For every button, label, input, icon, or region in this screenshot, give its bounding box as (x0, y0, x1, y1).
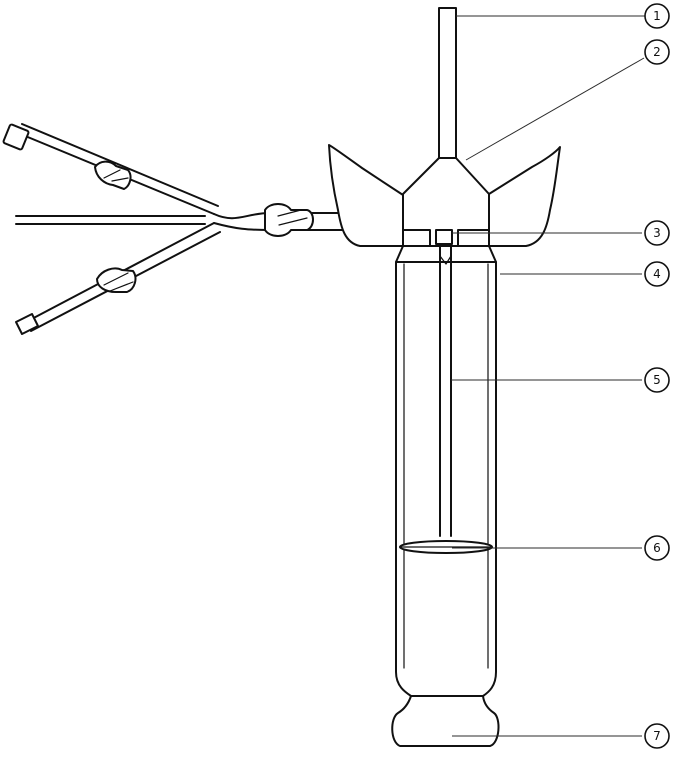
base-foot (391, 695, 500, 747)
top-rod (438, 7, 457, 161)
callout-6-label: 6 (653, 541, 661, 555)
callout-4-label: 4 (653, 267, 661, 281)
callout-3-circle (644, 220, 670, 246)
callout-1-label: 1 (653, 9, 661, 23)
callout-4: 4 (644, 261, 670, 287)
callout-7-label: 7 (653, 729, 661, 743)
upper-tube-clamp-detail (103, 169, 129, 182)
leader-lines (451, 15, 645, 737)
callout-7-circle (644, 723, 670, 749)
callout-3-label: 3 (653, 226, 661, 240)
callout-6: 6 (644, 535, 670, 561)
callout-3: 3 (644, 220, 670, 246)
callout-1: 1 (644, 3, 670, 29)
callout-2-label: 2 (653, 45, 661, 59)
callout-2: 2 (644, 39, 670, 65)
right-wing (488, 146, 561, 247)
inner-stop (435, 229, 453, 245)
callout-4-circle (644, 261, 670, 287)
central-shaft-tip (439, 255, 452, 265)
upper-tube-cap (2, 123, 30, 151)
callout-5-label: 5 (653, 373, 661, 387)
callout-5-circle (644, 367, 670, 393)
lower-tube-connector (15, 313, 39, 335)
upper-tube-clamp (94, 160, 132, 190)
tubing-set (2, 123, 404, 335)
junction-clamp-detail (277, 209, 308, 226)
neck-right (488, 245, 497, 263)
callout-2-circle (644, 39, 670, 65)
lower-tube-clamp-detail (103, 272, 134, 292)
callout-7: 7 (644, 723, 670, 749)
callout-5: 5 (644, 367, 670, 393)
callouts: 1 2 3 4 5 6 7 (644, 3, 670, 749)
callout-1-circle (644, 3, 670, 29)
left-wing (328, 144, 404, 247)
reservoir-body (395, 261, 497, 697)
junction-clamp (264, 203, 314, 237)
upper-tube-outer (21, 123, 219, 207)
reservoir-device (328, 7, 561, 747)
callout-6-circle (644, 535, 670, 561)
leader-2 (465, 57, 645, 161)
neck-left (395, 245, 404, 263)
